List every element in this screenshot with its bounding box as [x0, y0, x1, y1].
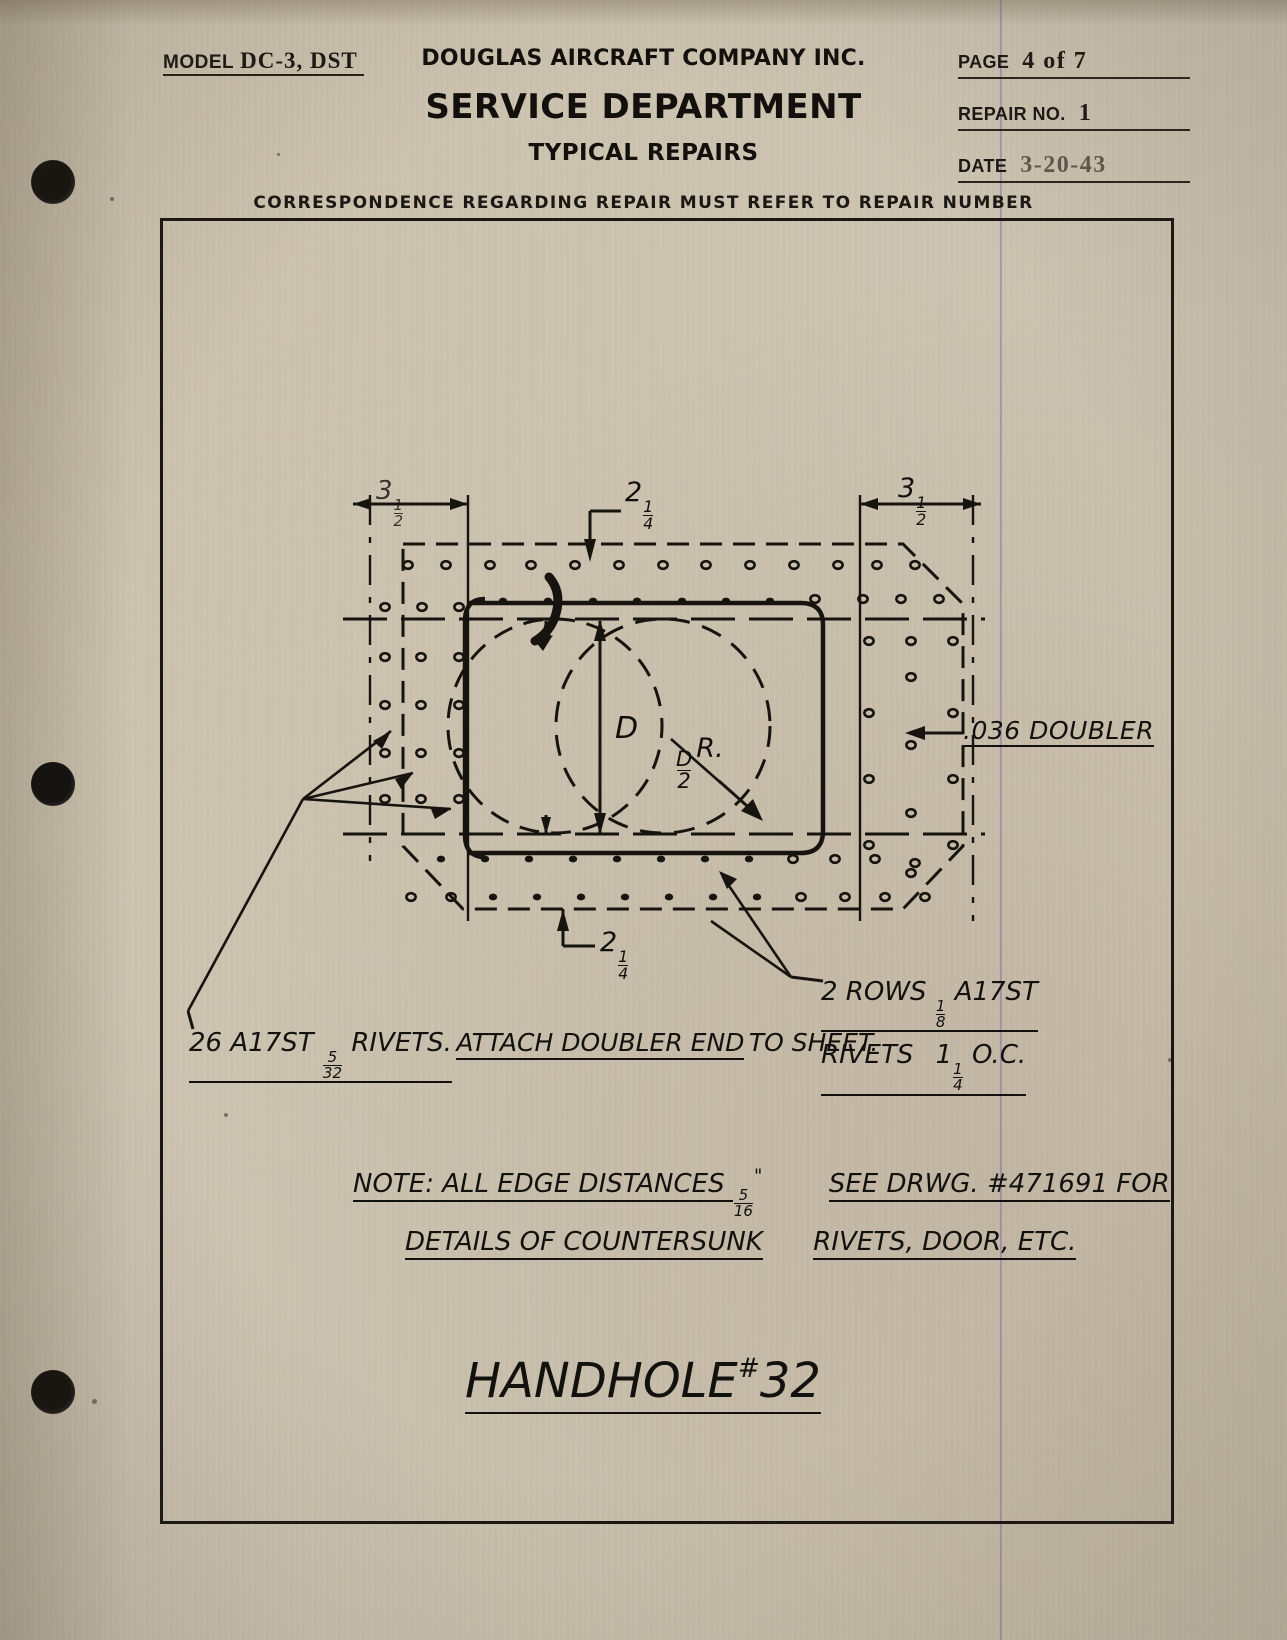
handhole-door-outline-right: [468, 600, 826, 856]
secondary-vertical-arrows: [541, 619, 551, 835]
page-field: PAGE 4 of 7: [958, 48, 1190, 79]
handhole-repair-technical-drawing: [186, 495, 985, 1030]
doubler-thickness-callout: .036 DOUBLER: [963, 716, 1155, 747]
punch-hole-middle: [31, 762, 75, 806]
doubler-thickness-leader: [905, 726, 963, 740]
rivet-row-hook-mark: [530, 572, 563, 646]
right-rivet-note-leader-lines: [710, 871, 824, 983]
doubler-outline: [401, 542, 965, 911]
correspondence-notice: CORRESPONDENCE REGARDING REPAIR MUST REF…: [253, 193, 1034, 213]
left-width-dimension-line: [353, 498, 468, 510]
note-line-4: RIVETS, DOOR, ETC.: [813, 1227, 1077, 1261]
diameter-dimension-line: [594, 619, 606, 835]
rivet-row-bottom-outer: [405, 891, 931, 903]
note-line-2: SEE DRWG. #471691 FOR: [828, 1169, 1170, 1202]
repair-number-value: 1: [1078, 100, 1093, 126]
handhole-diameter-circle: [554, 617, 772, 835]
rivet-column-left: [379, 651, 465, 805]
drawing-title-hash: #: [737, 1353, 760, 1385]
department-title: SERVICE DEPARTMENT: [425, 87, 862, 127]
model-label: MODEL: [163, 52, 235, 76]
handhole-circle-dashed: [446, 617, 664, 835]
left-rivet-note-line-3: TO SHEET.: [748, 1028, 879, 1057]
page-value: 4 of 7: [1022, 48, 1088, 74]
left-rivet-note-leader-lines: [186, 729, 452, 1030]
rivet-row-top-outer: [402, 559, 921, 571]
left-rivet-note-line-2: ATTACH DOUBLER END: [456, 1028, 745, 1060]
repair-number-field: REPAIR NO. 1: [958, 100, 1190, 131]
diameter-label-text: D: [615, 711, 639, 746]
drawing-title-text: HANDHOLE: [465, 1353, 738, 1409]
top-offset-dimension-leader: [584, 509, 621, 562]
repair-number-label: REPAIR NO.: [958, 104, 1066, 124]
punch-hole-bottom: [31, 1370, 75, 1414]
drawing-title-number: 32: [759, 1353, 821, 1409]
rivet-row-bottom-inner: [436, 853, 921, 869]
company-name: DOUGLAS AIRCRAFT COMPANY INC.: [421, 46, 866, 71]
subtitle-typical-repairs: TYPICAL REPAIRS: [528, 140, 759, 166]
date-value: 3-20-43: [1020, 152, 1107, 178]
handhole-door-outline-left: [462, 596, 486, 860]
paper-speck: [92, 1399, 97, 1404]
date-field: DATE 3-20-43: [958, 152, 1190, 183]
bottom-offset-dimension-leader: [557, 909, 595, 948]
rivet-column-right: [863, 635, 959, 879]
right-width-dimension-line: [860, 498, 981, 510]
header-right-block: PAGE 4 of 7 REPAIR NO. 1 DATE 3-20-43: [958, 48, 1258, 204]
top-edge-shadow: [0, 0, 1287, 26]
punch-hole-top: [31, 160, 75, 204]
date-label: DATE: [958, 156, 1008, 176]
note-line-3: DETAILS OF COUNTERSUNK: [405, 1227, 763, 1261]
drawing-title: HANDHOLE#32: [465, 1353, 821, 1414]
header-center-block: DOUGLAS AIRCRAFT COMPANY INC. SERVICE DE…: [0, 46, 1287, 166]
radius-dimension-leader: [670, 738, 763, 821]
page-label: PAGE: [958, 52, 1010, 72]
model-value: DC-3, DST: [234, 48, 364, 76]
